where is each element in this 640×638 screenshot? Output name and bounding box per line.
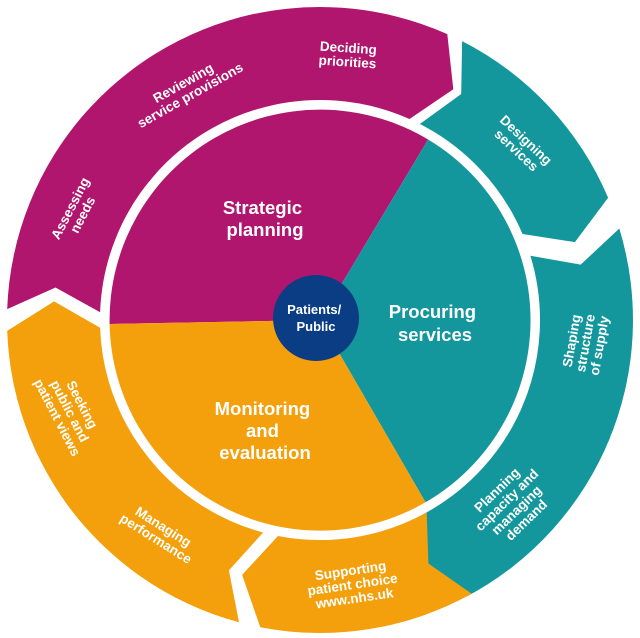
arrow-seeking-public-views: Seekingpublic andpatient views	[7, 301, 157, 530]
arrow-shape	[63, 446, 264, 623]
sector-monitoring-evaluation	[109, 320, 426, 531]
sector-label-strategic-planning: Strategic planning	[223, 197, 307, 240]
sector-procuring-services	[320, 139, 531, 503]
arrow-designing-services: Designingservices	[419, 41, 609, 243]
sector-strategic-planning	[109, 109, 429, 324]
sector-label-procuring-services: Procuring services	[389, 301, 482, 345]
arrow-shape	[233, 6, 454, 119]
sector-label-monitoring-evaluation: Monitoring and evaluation	[215, 398, 316, 463]
center-label: Patients/ Public	[287, 302, 345, 334]
arrow-shape	[73, 13, 293, 185]
arrow-shaping-structure-of-supply: Shapingstructureof supply	[522, 228, 633, 450]
arrow-ring: Decidingpriorities Designingservices Sha…	[7, 6, 633, 633]
arrow-assessing-needs: Assessingneeds	[7, 110, 157, 313]
arrow-shape	[419, 41, 609, 243]
arrow-deciding-priorities: Decidingpriorities	[233, 6, 454, 119]
arrow-managing-performance: Managingperformance	[63, 446, 264, 623]
arrow-shape	[242, 512, 472, 633]
arrow-shape	[419, 402, 611, 597]
arrow-planning-capacity: Planningcapacity andmanagingdemand	[419, 402, 611, 597]
arrow-shape	[7, 301, 157, 530]
arrow-reviewing-service-provisions: Reviewingservice provisions	[73, 13, 293, 185]
arrow-shape	[7, 110, 157, 313]
arrow-label: Decidingpriorities	[318, 39, 378, 72]
center-circle	[273, 275, 359, 361]
arrow-shape	[522, 228, 633, 450]
inner-pie	[109, 109, 531, 531]
arrow-supporting-patient-choice: Supportingpatient choicewww.nhs.uk	[242, 512, 472, 633]
